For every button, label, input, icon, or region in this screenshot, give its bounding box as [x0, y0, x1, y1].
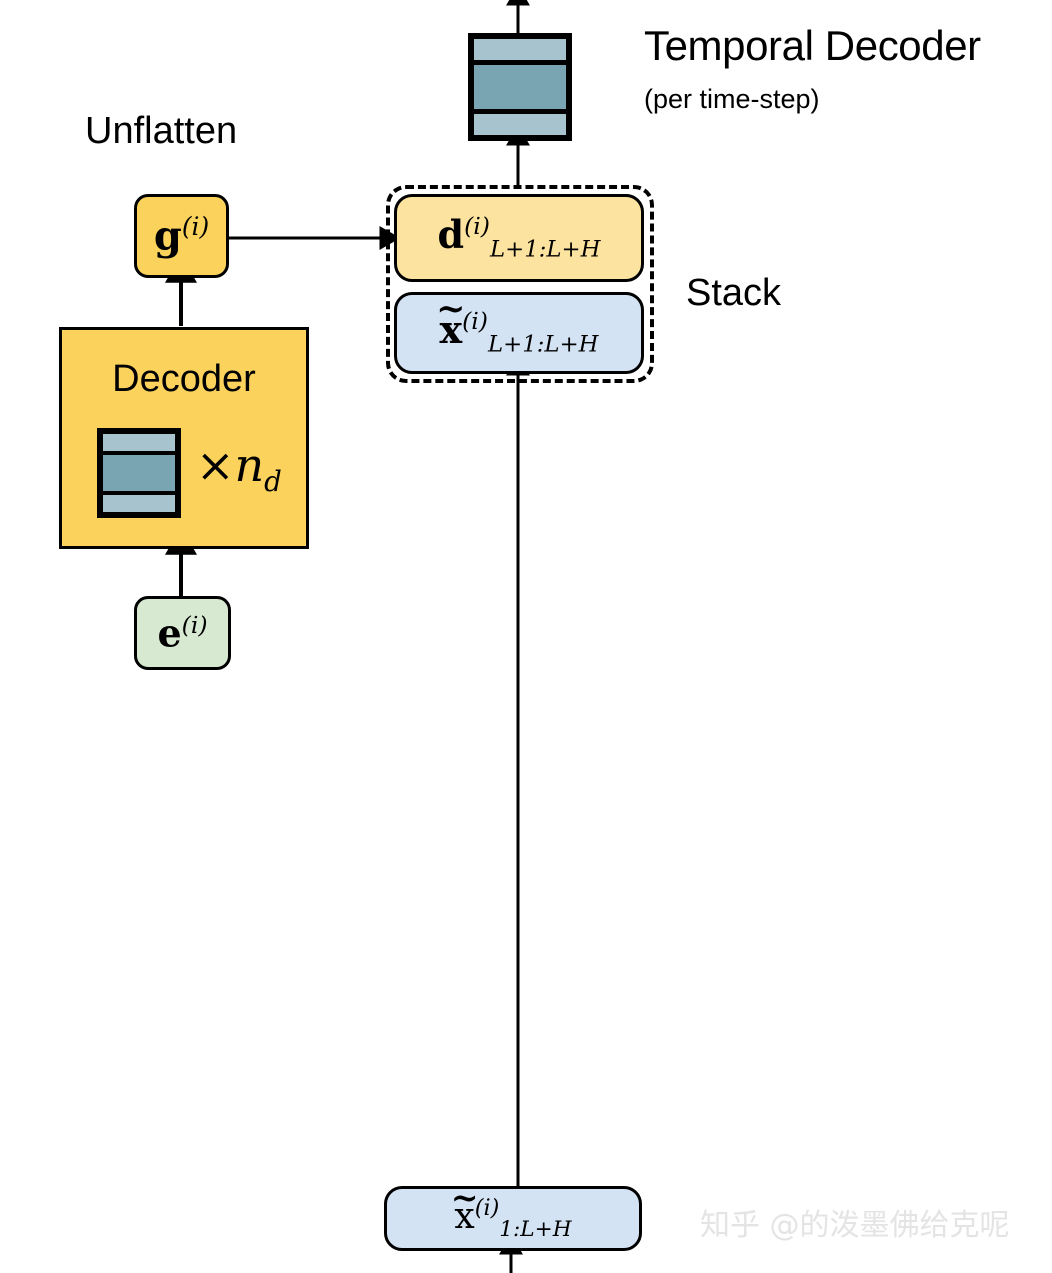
node-x-forecast: ~x(i)L+1:L+H	[394, 288, 644, 374]
node-g: g(i)	[134, 194, 229, 278]
node-x-forecast-label: ~x(i)L+1:L+H	[436, 288, 599, 358]
page-subtitle: (per time-step)	[644, 84, 820, 114]
node-d-forecast: d(i)L+1:L+H	[394, 194, 644, 282]
stack-group-boundary	[386, 185, 654, 383]
block-band-bottom	[474, 113, 566, 135]
tilde-accent-icon: ~x	[436, 288, 466, 352]
node-e: e(i)	[134, 596, 231, 670]
decoder-repeat-subscript: d	[264, 465, 282, 499]
node-d-subscript: L+1:L+H	[489, 236, 601, 263]
node-x-input-superscript: (i)	[474, 1194, 500, 1221]
node-x-forecast-subscript: L+1:L+H	[488, 331, 599, 358]
node-x-forecast-superscript: (i)	[462, 306, 488, 335]
node-x-input-base: x	[454, 1195, 475, 1237]
tilde-accent-icon: ~x	[450, 1178, 479, 1237]
watermark: 知乎 @的泼墨佛给克呢	[700, 1208, 1010, 1243]
decoder-box-title: Decoder	[112, 358, 256, 400]
node-e-base: e	[157, 610, 182, 656]
node-g-base: g	[153, 212, 182, 260]
node-x-input-label: ~x(i)1:L+H	[450, 1178, 572, 1242]
node-d-base: d	[437, 211, 465, 257]
node-g-superscript: (i)	[181, 212, 210, 242]
inner-band-top	[103, 434, 175, 452]
label-stack: Stack	[686, 272, 782, 314]
node-x-input-subscript: 1:L+H	[499, 1216, 572, 1242]
block-band-top	[474, 39, 566, 61]
transformer-block-icon	[97, 428, 181, 518]
node-x-forecast-base: x	[439, 306, 463, 352]
node-e-superscript: (i)	[181, 610, 208, 639]
temporal-decoder-block	[468, 33, 572, 141]
page-title: Temporal Decoder	[644, 22, 981, 69]
node-d-label: d(i)L+1:L+H	[437, 211, 601, 263]
node-d-superscript: (i)	[464, 211, 490, 240]
block-band-middle	[474, 64, 566, 110]
node-g-label: g(i)	[154, 212, 210, 256]
inner-band-middle	[103, 455, 175, 491]
decoder-box: Decoder ×nd	[59, 327, 309, 549]
decoder-repeat-base: ×n	[196, 438, 265, 492]
node-e-label: e(i)	[157, 610, 208, 653]
inner-band-bottom	[103, 494, 175, 512]
decoder-repeat-count: ×nd	[196, 442, 282, 496]
node-x-input: ~x(i)1:L+H	[384, 1178, 642, 1251]
label-unflatten: Unflatten	[85, 110, 238, 152]
